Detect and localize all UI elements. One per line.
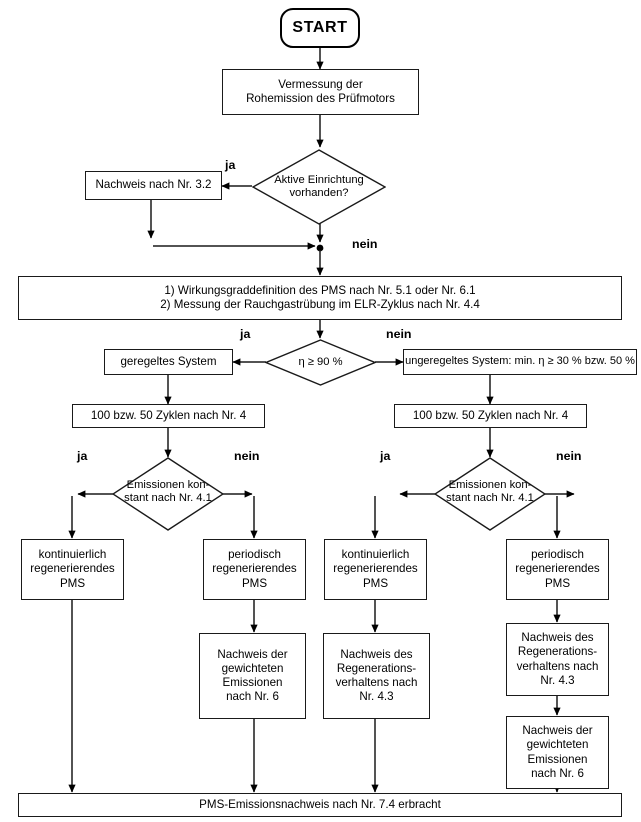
node-nachweis-gewichtet-col2-label: Nachweis der gewichteten Emissionen nach… [217, 647, 288, 704]
node-pms-periodisch-1[interactable]: periodisch regenerierendes PMS [203, 539, 306, 600]
node-zyklen-left[interactable]: 100 bzw. 50 Zyklen nach Nr. 4 [72, 404, 265, 428]
node-pms-kontinuierlich-2[interactable]: kontinuierlich regenerierendes PMS [324, 539, 427, 600]
node-ungeregeltes-system[interactable]: ungeregeltes System: min. η ≥ 30 % bzw. … [403, 349, 637, 375]
diamond-shape [112, 457, 224, 531]
node-zyklen-right-label: 100 bzw. 50 Zyklen nach Nr. 4 [412, 408, 569, 422]
diamond-shape [265, 339, 376, 386]
node-pms-periodisch-2[interactable]: periodisch regenerierendes PMS [506, 539, 609, 600]
diamond-shape [434, 457, 546, 531]
edge-label-nein-left: nein [234, 449, 260, 463]
node-aktive-einrichtung[interactable]: Aktive Einrichtung vorhanden? [252, 149, 386, 225]
node-final-result[interactable]: PMS-Emissionsnachweis nach Nr. 7.4 erbra… [18, 793, 622, 817]
edge-label-ja-right: ja [380, 449, 391, 463]
edge-label-ja-eta: ja [240, 327, 251, 341]
node-wirkungsgrad-label: 1) Wirkungsgraddefinition des PMS nach N… [160, 283, 480, 311]
node-nachweis-regeneration-col3-label: Nachweis des Regenerations- verhaltens n… [335, 647, 418, 704]
node-nachweis-regeneration-col3[interactable]: Nachweis des Regenerations- verhaltens n… [323, 633, 430, 719]
node-start-label: START [292, 19, 348, 37]
node-pms-periodisch-1-label: periodisch regenerierendes PMS [212, 548, 297, 590]
node-pms-periodisch-2-label: periodisch regenerierendes PMS [515, 548, 600, 590]
node-nachweis-regeneration-col4[interactable]: Nachweis des Regenerations- verhaltens n… [506, 623, 609, 696]
node-pms-kontinuierlich-1-label: kontinuierlich regenerierendes PMS [30, 548, 115, 590]
node-nachweis-32-label: Nachweis nach Nr. 3.2 [95, 178, 212, 192]
node-nachweis-gewichtet-col4[interactable]: Nachweis der gewichteten Emissionen nach… [506, 716, 609, 789]
edge-label-ja-left: ja [77, 449, 88, 463]
node-ungeregeltes-system-label: ungeregeltes System: min. η ≥ 30 % bzw. … [405, 355, 635, 368]
node-vermessung-label: Vermessung der Rohemission des Prüfmotor… [246, 77, 395, 105]
edge-label-nein-1: nein [352, 237, 378, 251]
edge-label-ja-1: ja [225, 158, 236, 172]
node-nachweis-gewichtet-col4-label: Nachweis der gewichteten Emissionen nach… [522, 724, 593, 780]
diamond-shape [252, 149, 386, 225]
node-vermessung[interactable]: Vermessung der Rohemission des Prüfmotor… [222, 69, 419, 115]
edge-label-nein-right: nein [556, 449, 582, 463]
node-pms-kontinuierlich-1[interactable]: kontinuierlich regenerierendes PMS [21, 539, 124, 600]
node-pms-kontinuierlich-2-label: kontinuierlich regenerierendes PMS [333, 548, 418, 590]
node-start[interactable]: START [280, 8, 360, 48]
node-zyklen-left-label: 100 bzw. 50 Zyklen nach Nr. 4 [90, 408, 247, 422]
node-nachweis-regeneration-col4-label: Nachweis des Regenerations- verhaltens n… [516, 631, 599, 687]
node-wirkungsgrad[interactable]: 1) Wirkungsgraddefinition des PMS nach N… [18, 276, 622, 320]
node-geregeltes-system[interactable]: geregeltes System [104, 349, 233, 375]
node-geregeltes-system-label: geregeltes System [120, 354, 217, 368]
node-emissionen-konstant-right[interactable]: Emissionen kon- stant nach Nr. 4.1 [434, 457, 546, 531]
node-nachweis-32[interactable]: Nachweis nach Nr. 3.2 [85, 171, 222, 200]
node-final-result-label: PMS-Emissionsnachweis nach Nr. 7.4 erbra… [199, 797, 441, 811]
edge-label-nein-eta: nein [386, 327, 412, 341]
node-zyklen-right[interactable]: 100 bzw. 50 Zyklen nach Nr. 4 [394, 404, 587, 428]
node-nachweis-gewichtet-col2[interactable]: Nachweis der gewichteten Emissionen nach… [199, 633, 306, 719]
node-emissionen-konstant-left[interactable]: Emissionen kon- stant nach Nr. 4.1 [112, 457, 224, 531]
node-eta-decision[interactable]: η ≥ 90 % [265, 339, 376, 386]
